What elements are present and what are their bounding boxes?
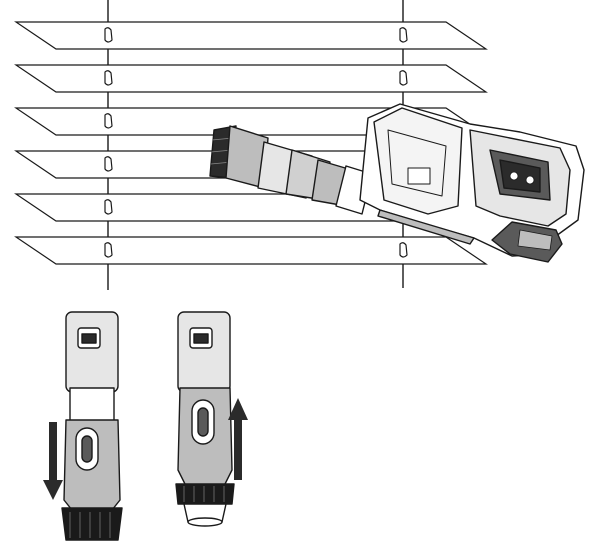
arrow-down-icon	[43, 422, 63, 500]
cord-clip	[399, 70, 408, 86]
cord-clip	[104, 242, 113, 258]
cord-clip	[104, 113, 113, 129]
cord-clip	[104, 199, 113, 215]
arrow-up-icon	[228, 398, 248, 480]
cord-clip	[104, 27, 113, 43]
cord-clip	[399, 242, 408, 258]
cord-clip	[104, 70, 113, 86]
blind-slat	[14, 21, 488, 50]
blind-slat	[14, 64, 488, 93]
handheld-vacuum-icon	[209, 103, 585, 263]
brush-tool-icon	[61, 311, 123, 541]
cord-clip	[104, 156, 113, 172]
cord-clip	[399, 27, 408, 43]
brush-tool-icon	[175, 311, 235, 527]
blind-slat	[14, 236, 488, 265]
